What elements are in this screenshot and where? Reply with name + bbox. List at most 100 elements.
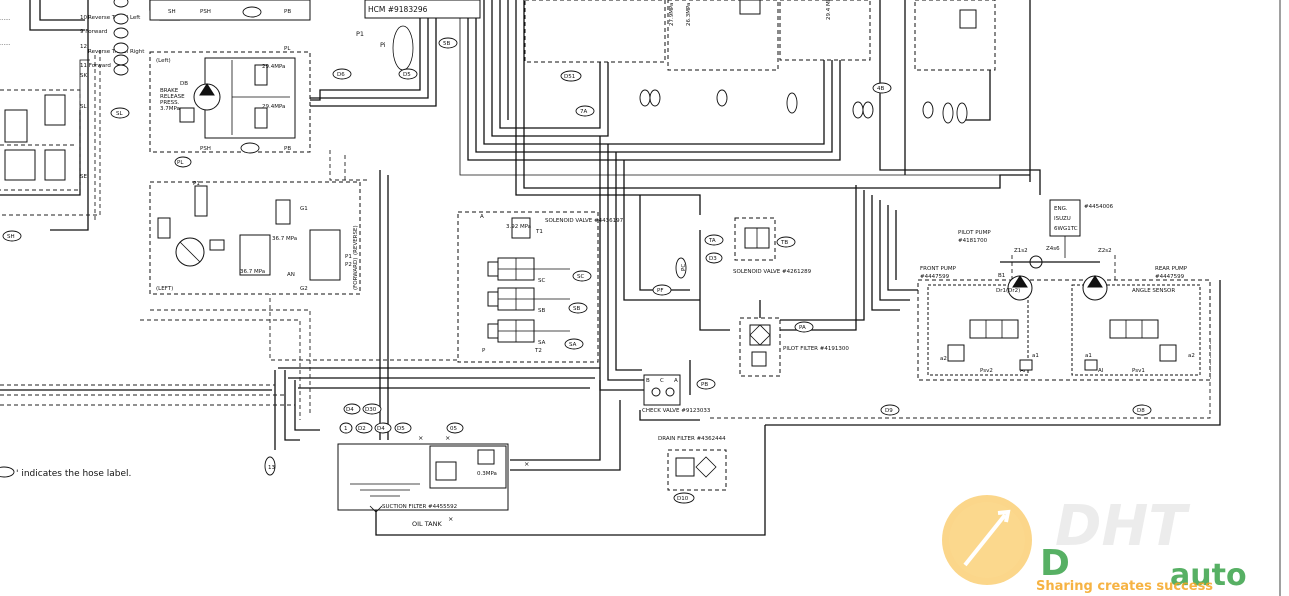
svg-text:27.9MPa: 27.9MPa [669,3,675,26]
svg-text:(FORWARD): (FORWARD) [353,258,359,290]
svg-text:PSH: PSH [200,9,211,15]
svg-text:9 Forward: 9 Forward [80,29,107,35]
svg-text:a2: a2 [940,356,947,362]
svg-text:7A: 7A [580,109,587,115]
svg-text:A: A [480,214,484,220]
check-valve-9123033: B C A CHECK VALVE #9123033 PF PB [642,284,716,414]
svg-text:Pi: Pi [380,41,386,49]
svg-text:×: × [448,515,453,523]
svg-text:D8: D8 [1137,408,1145,414]
svg-text:......: ...... [0,41,11,47]
drain-filter-4362444: DRAIN FILTER #4362444 D10 [658,436,727,504]
svg-text:12: 12 [80,44,87,50]
svg-text:PC: PC [681,264,687,271]
svg-text:SA: SA [569,342,577,348]
svg-text:29.4 MPa: 29.4 MPa [826,0,832,20]
svg-text:SOLENOID VALVE #4436197: SOLENOID VALVE #4436197 [545,218,624,224]
arrow-icon [963,513,1007,567]
svg-text:D51: D51 [564,74,575,80]
svg-text:PRESS.: PRESS. [160,100,180,106]
svg-text:B1: B1 [998,273,1005,279]
svg-text:SK: SK [80,73,87,79]
brake-motor-group: (Left) DB BRAKE RELEASE PRESS. 3.7MPa 29… [149,46,311,168]
svg-text:05: 05 [450,426,457,432]
left-travel-labels: 10 Reverse Travel Left 9 Forward 12 Reve… [0,0,145,242]
svg-text:AI: AI [1020,368,1026,374]
svg-text:SUCTION FILTER #4455592: SUCTION FILTER #4455592 [382,504,457,510]
svg-text:D2: D2 [358,426,366,432]
svg-text:auto: auto [1170,558,1247,593]
hcm-area: HCM #9183296 P1 Pi [356,0,481,71]
svg-text:D3: D3 [709,256,717,262]
svg-text:Z2s2: Z2s2 [1098,248,1112,254]
svg-text:PB: PB [701,382,708,388]
svg-text:PL: PL [177,160,184,166]
svg-text:AN: AN [287,272,295,278]
solenoid-valve-4436197: SOLENOID VALVE #4436197 A 3.92 MPa T1 SC… [457,211,624,363]
svg-text:#4181700: #4181700 [958,238,988,244]
svg-text:×: × [524,460,529,468]
svg-text:SH: SH [168,9,176,15]
svg-text:ISUZU: ISUZU [1054,216,1071,222]
svg-text:a2: a2 [1188,353,1195,359]
svg-text:PB: PB [284,146,291,152]
svg-text:29.4MPa: 29.4MPa [262,64,285,70]
svg-text:D5: D5 [397,426,405,432]
top-hose-labels: D6 D5 5B D51 7A 4B [332,37,968,124]
svg-text:PILOT FILTER #4191300: PILOT FILTER #4191300 [783,346,849,352]
svg-text:Psv1: Psv1 [1132,368,1145,374]
hcm-part-label: HCM #9183296 [368,5,428,14]
svg-text:3.92 MPa: 3.92 MPa [506,224,531,230]
svg-text:SH: SH [7,234,15,240]
solenoid-valve-4261289: TA TB D3 SOLENOID VALVE #4261289 PC [675,217,812,279]
svg-text:5B: 5B [443,41,450,47]
svg-text:C: C [660,378,664,384]
svg-text:Sharing creates success: Sharing creates success [1036,579,1213,594]
svg-text:10: 10 [80,15,87,21]
svg-text:3.7MPa: 3.7MPa [160,106,180,112]
svg-text:PSH: PSH [200,146,211,152]
svg-text:SC: SC [538,278,545,284]
svg-text:PL: PL [284,46,291,52]
travel-motor-left-group: P1 36.7 MPa 36.7 MPa G1 (REVERSE) (FORWA… [149,181,361,295]
svg-text:DRAIN FILTER #4362444: DRAIN FILTER #4362444 [658,436,726,442]
svg-text:B: B [646,378,650,384]
svg-text:29.4MPa: 29.4MPa [262,104,285,110]
svg-text:13: 13 [268,465,275,471]
svg-text:T1: T1 [535,229,543,235]
svg-text:D10: D10 [677,496,689,502]
legend: ' indicates the hose label. [0,466,131,479]
svg-text:26.3MPa: 26.3MPa [686,3,692,26]
oil-tank: 0.3MPa SUCTION FILTER #4455592 OIL TANK … [264,403,529,528]
svg-text:(Left): (Left) [156,58,171,64]
svg-text:6WG1TC: 6WG1TC [1054,226,1078,232]
svg-text:#4454006: #4454006 [1084,204,1114,210]
svg-text:......: ...... [0,16,11,22]
legend-text: ' indicates the hose label. [16,469,131,479]
svg-text:P1: P1 [193,181,200,187]
svg-text:PF: PF [657,288,663,294]
svg-text:SL: SL [116,111,123,117]
svg-text:#4447599: #4447599 [1155,274,1185,280]
svg-text:×: × [418,434,423,442]
svg-text:A: A [674,378,678,384]
svg-text:D9: D9 [885,408,893,414]
pump-group: ENG. ISUZU 6WG1TC #4454006 PILOT PUMP #4… [880,199,1211,416]
svg-text:Dr1(Dr2): Dr1(Dr2) [996,288,1020,294]
svg-text:SB: SB [538,308,545,314]
svg-text:P1: P1 [356,30,364,38]
svg-text:SA: SA [538,340,546,346]
svg-text:ENG.: ENG. [1054,206,1068,212]
svg-text:DB: DB [180,81,188,87]
svg-text:ANGLE SENSOR: ANGLE SENSOR [1132,288,1175,294]
svg-text:CHECK VALVE #9123033: CHECK VALVE #9123033 [642,408,711,414]
svg-text:4B: 4B [877,86,884,92]
svg-text:a1: a1 [1085,353,1092,359]
svg-text:36.7 MPa: 36.7 MPa [240,269,265,275]
pilot-filter-4191300: PILOT FILTER #4191300 PA [739,317,849,377]
svg-text:REAR PUMP: REAR PUMP [1155,266,1188,272]
svg-text:PA: PA [799,325,806,331]
svg-text:BRAKE: BRAKE [160,88,179,94]
watermark-brand-d: D [1040,543,1070,584]
